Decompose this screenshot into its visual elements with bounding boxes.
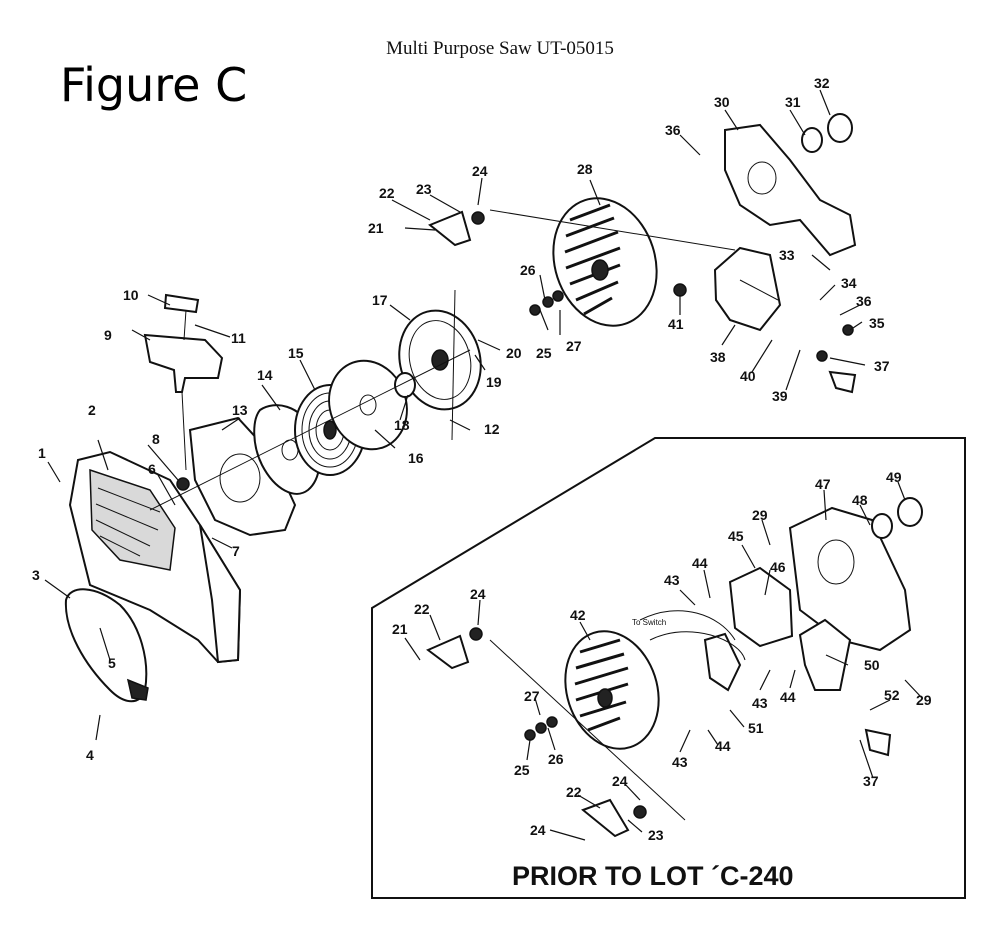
callout-label: 43 bbox=[672, 754, 688, 770]
callout-label: 47 bbox=[815, 476, 831, 492]
callout-label: 35 bbox=[869, 315, 885, 331]
starter-housing bbox=[68, 450, 242, 664]
callout-label: 34 bbox=[841, 275, 857, 291]
callout-label: 14 bbox=[257, 367, 273, 383]
starter-handle bbox=[143, 293, 224, 491]
callout-label: 37 bbox=[863, 773, 879, 789]
callout-label: 38 bbox=[710, 349, 726, 365]
callout-label: 27 bbox=[566, 338, 582, 354]
callout-label: 6 bbox=[148, 461, 156, 477]
callout-label: 39 bbox=[772, 388, 788, 404]
callout-labels-inset: 21 22 24 27 26 25 42 43 44 45 46 29 47 4… bbox=[392, 469, 932, 843]
callout-label: 24 bbox=[472, 163, 488, 179]
callout-label: 26 bbox=[548, 751, 564, 767]
callout-label: 2 bbox=[88, 402, 96, 418]
callout-label: 26 bbox=[520, 262, 536, 278]
starter-rope-guide-ring bbox=[64, 588, 149, 703]
callout-label: 44 bbox=[692, 555, 708, 571]
callout-label: 44 bbox=[780, 689, 796, 705]
small-hardware bbox=[428, 210, 857, 394]
callout-label: 49 bbox=[886, 469, 902, 485]
inset-axis-line bbox=[489, 639, 686, 821]
callout-leaders bbox=[44, 89, 923, 841]
rope-pulley bbox=[394, 289, 482, 441]
callout-label: 43 bbox=[664, 572, 680, 588]
callout-label: 24 bbox=[530, 822, 546, 838]
callout-label: 33 bbox=[779, 247, 795, 263]
callout-label: 16 bbox=[408, 450, 424, 466]
callout-label: 28 bbox=[577, 161, 593, 177]
ignition-module bbox=[713, 246, 782, 332]
callout-label: 29 bbox=[752, 507, 768, 523]
inset-crankcase bbox=[788, 497, 923, 652]
callout-label: 24 bbox=[612, 773, 628, 789]
inset-caption: PRIOR TO LOT ´C-240 bbox=[512, 861, 794, 891]
callout-label: 13 bbox=[232, 402, 248, 418]
assembly-axis-line bbox=[149, 349, 471, 511]
callout-label: 17 bbox=[372, 292, 388, 308]
callout-labels-main: 1 2 3 4 5 6 7 8 9 10 11 12 13 14 15 16 1… bbox=[32, 75, 890, 763]
callout-label: 44 bbox=[715, 738, 731, 754]
callout-label: 37 bbox=[874, 358, 890, 374]
callout-label: 25 bbox=[536, 345, 552, 361]
inset-prior-to-lot: PRIOR TO LOT ´C-240 To Switch bbox=[371, 437, 966, 899]
callout-label: 46 bbox=[770, 559, 786, 575]
callout-label: 4 bbox=[86, 747, 94, 763]
callout-label: 24 bbox=[470, 586, 486, 602]
callout-label: 23 bbox=[648, 827, 664, 843]
callout-label: 23 bbox=[416, 181, 432, 197]
callout-label: 11 bbox=[231, 330, 246, 346]
inset-ignition-coil bbox=[639, 566, 852, 692]
callout-label: 22 bbox=[414, 601, 430, 617]
callout-label: 22 bbox=[566, 784, 582, 800]
starter-gasket-plate bbox=[188, 416, 297, 537]
callout-label: 25 bbox=[514, 762, 530, 778]
callout-label: 42 bbox=[570, 607, 586, 623]
callout-label: 41 bbox=[668, 316, 684, 332]
callout-label: 36 bbox=[856, 293, 872, 309]
callout-label: 40 bbox=[740, 368, 756, 384]
callout-label: 15 bbox=[288, 345, 304, 361]
callout-label: 31 bbox=[785, 94, 801, 110]
callout-label: 18 bbox=[394, 417, 410, 433]
callout-label: 32 bbox=[814, 75, 830, 91]
callout-label: 43 bbox=[752, 695, 768, 711]
page-title: Multi Purpose Saw UT-05015 bbox=[386, 38, 614, 59]
callout-label: 3 bbox=[32, 567, 40, 583]
callout-label: 36 bbox=[665, 122, 681, 138]
flywheel-axis-line bbox=[489, 209, 736, 251]
callout-label: 9 bbox=[104, 327, 112, 343]
callout-label: 8 bbox=[152, 431, 160, 447]
callout-label: 27 bbox=[524, 688, 540, 704]
callout-label: 19 bbox=[486, 374, 502, 390]
callout-label: 29 bbox=[916, 692, 932, 708]
callout-label: 51 bbox=[748, 720, 764, 736]
callout-label: 1 bbox=[38, 445, 46, 461]
callout-label: 50 bbox=[864, 657, 880, 673]
callout-label: 12 bbox=[484, 421, 500, 437]
callout-label: 5 bbox=[108, 655, 116, 671]
callout-label: 21 bbox=[392, 621, 408, 637]
wire-label: To Switch bbox=[632, 618, 666, 627]
inset-hardware bbox=[426, 627, 892, 838]
callout-label: 52 bbox=[884, 687, 900, 703]
crankcase-cover bbox=[724, 113, 857, 257]
figure-label: Figure C bbox=[60, 58, 248, 112]
callout-label: 48 bbox=[852, 492, 868, 508]
callout-label: 22 bbox=[379, 185, 395, 201]
callout-label: 10 bbox=[123, 287, 139, 303]
callout-label: 20 bbox=[506, 345, 522, 361]
callout-label: 7 bbox=[232, 543, 240, 559]
callout-label: 21 bbox=[368, 220, 384, 236]
callout-label: 30 bbox=[714, 94, 730, 110]
inset-flywheel bbox=[564, 630, 660, 750]
flywheel bbox=[552, 197, 658, 327]
callout-label: 45 bbox=[728, 528, 744, 544]
